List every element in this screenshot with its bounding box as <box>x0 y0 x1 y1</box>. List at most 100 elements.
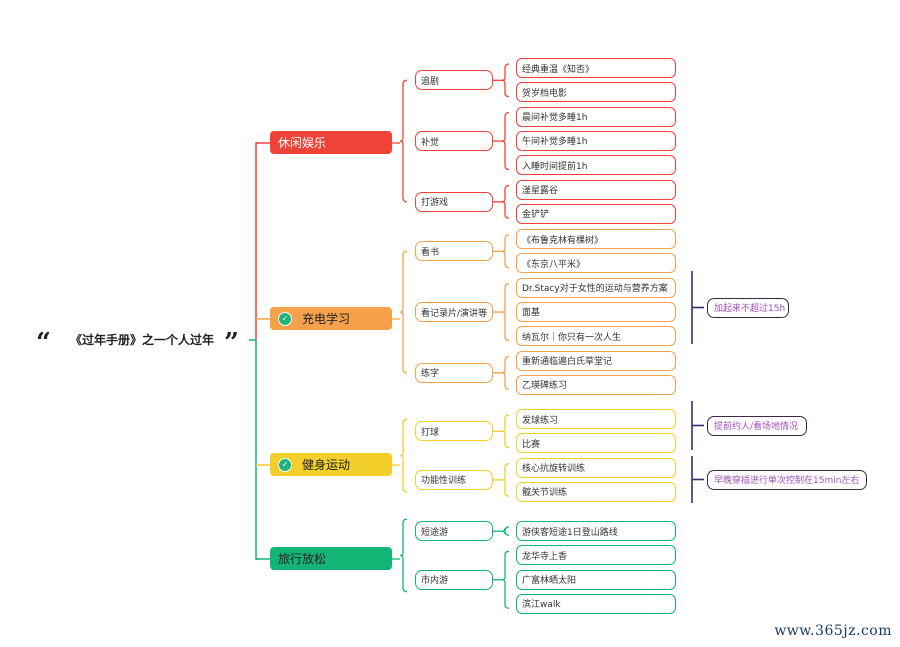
branch-label: 旅行放松 <box>278 552 327 566</box>
root-title[interactable]: 《过年手册》之一个人过年 <box>70 332 215 347</box>
item-node[interactable]: 金铲铲 <box>516 203 676 224</box>
group-node-label: 打球 <box>421 427 440 438</box>
item-node-label: 髋关节训练 <box>522 488 568 499</box>
close-quote-mark: ” <box>224 328 239 358</box>
item-node[interactable]: 贺岁档电影 <box>516 82 676 103</box>
curly-brace <box>501 550 510 609</box>
group-node[interactable]: 打球 <box>415 421 493 442</box>
group-node-label: 看记录片/演讲等 <box>421 308 488 319</box>
item-node-label: 纳瓦尔｜你只有一次人生 <box>522 332 622 343</box>
item-node-label: 经典重温《知否》 <box>522 64 595 75</box>
branch-label: 充电学习 <box>302 312 351 326</box>
group-node-label: 市内游 <box>421 576 449 587</box>
item-node[interactable]: 晨间补觉多睡1h <box>516 106 676 127</box>
item-node-label: 晨间补觉多睡1h <box>522 113 588 124</box>
note-callout-label: 早晚穿插进行单次控制在15min左右 <box>714 476 860 486</box>
item-node-label: 核心抗旋转训练 <box>522 464 586 475</box>
check-circle-icon: ✓ <box>278 457 292 472</box>
note-callout-label: 提前约人/看场地情况 <box>714 422 799 432</box>
item-node-label: 贺岁档电影 <box>522 88 568 99</box>
item-node[interactable]: 午间补觉多睡1h <box>516 130 676 151</box>
item-node-label: 入睡时间提前1h <box>522 161 588 172</box>
curly-brace <box>501 526 510 536</box>
group-node[interactable]: 练字 <box>415 362 493 383</box>
item-node-label: 广富林晒太阳 <box>522 576 577 587</box>
group-node[interactable]: 短途游 <box>415 521 493 542</box>
item-node-label: 比赛 <box>522 439 541 450</box>
item-node[interactable]: 核心抗旋转训练 <box>516 457 676 478</box>
item-node[interactable]: 重新通临遍白氏草堂记 <box>516 350 676 371</box>
item-node[interactable]: 面基 <box>516 301 676 322</box>
group-node-label: 打游戏 <box>421 198 449 209</box>
group-node[interactable]: 市内游 <box>415 569 493 590</box>
item-node[interactable]: 滨江walk <box>516 593 676 614</box>
group-node[interactable]: 功能性训练 <box>415 469 493 490</box>
item-node-label: 乙瑛碑练习 <box>522 381 568 392</box>
item-node-label: 午间补觉多睡1h <box>522 137 588 148</box>
item-node-label: Dr.Stacy对于女性的运动与营养方案 <box>522 284 668 295</box>
curly-brace <box>501 111 510 171</box>
curly-brace <box>399 418 408 493</box>
item-node-label: 龙华寺上香 <box>522 551 568 562</box>
group-node-label: 练字 <box>421 369 440 380</box>
item-node[interactable]: 发球练习 <box>516 409 676 429</box>
branch-label: 休闲娱乐 <box>278 136 327 150</box>
item-node[interactable]: 龙华寺上香 <box>516 545 676 566</box>
curly-brace <box>501 63 510 98</box>
curly-brace <box>399 250 408 374</box>
item-node-label: 滨江walk <box>522 600 561 611</box>
curly-brace <box>501 355 510 390</box>
group-node-label: 补觉 <box>421 137 440 148</box>
group-node-label: 追剧 <box>421 76 440 87</box>
branch-4[interactable]: 旅行放松 <box>270 547 392 570</box>
curly-brace <box>399 79 408 203</box>
group-node[interactable]: 看书 <box>415 241 493 262</box>
curly-brace <box>501 184 510 219</box>
note-callout[interactable]: 提前约人/看场地情况 <box>707 415 807 436</box>
group-node[interactable]: 追剧 <box>415 70 493 91</box>
item-node[interactable]: Dr.Stacy对于女性的运动与营养方案 <box>516 277 676 298</box>
group-node-label: 短途游 <box>421 527 449 538</box>
branch-2[interactable]: ✓ 充电学习 <box>270 307 392 330</box>
open-quote-mark: “ <box>36 328 51 358</box>
group-node-label: 功能性训练 <box>421 476 467 487</box>
note-callout-label: 加起来不超过15h <box>714 304 786 314</box>
item-node[interactable]: 广富林晒太阳 <box>516 569 676 590</box>
item-node-label: 《东京八平米》 <box>522 259 586 270</box>
curly-brace <box>501 234 510 269</box>
item-node[interactable]: 游侠客短途1日登山路线 <box>516 521 676 541</box>
branch-label: 健身运动 <box>302 458 351 472</box>
item-node[interactable]: 滏星露谷 <box>516 179 676 200</box>
note-callout[interactable]: 加起来不超过15h <box>707 297 789 318</box>
item-node[interactable]: 《东京八平米》 <box>516 253 676 274</box>
item-node-label: 金铲铲 <box>522 210 550 221</box>
item-node[interactable]: 乙瑛碑练习 <box>516 374 676 395</box>
item-node[interactable]: 《布鲁克林有棵树》 <box>516 229 676 249</box>
item-node[interactable]: 纳瓦尔｜你只有一次人生 <box>516 326 676 347</box>
group-node[interactable]: 打游戏 <box>415 191 493 212</box>
group-node[interactable]: 看记录片/演讲等 <box>415 302 493 323</box>
curly-brace <box>501 414 510 449</box>
item-node[interactable]: 入睡时间提前1h <box>516 155 676 176</box>
check-circle-icon: ✓ <box>278 311 292 326</box>
curly-brace <box>501 462 510 497</box>
item-node-label: 游侠客短途1日登山路线 <box>522 527 618 538</box>
group-node-label: 看书 <box>421 247 440 258</box>
item-node[interactable]: 髋关节训练 <box>516 481 676 502</box>
curly-brace <box>501 282 510 342</box>
group-node[interactable]: 补觉 <box>415 131 493 152</box>
note-callout[interactable]: 早晚穿插进行单次控制在15min左右 <box>707 469 867 490</box>
item-node-label: 滏星露谷 <box>522 186 559 196</box>
branch-3[interactable]: ✓ 健身运动 <box>270 453 392 476</box>
root-bracket-top <box>255 142 258 340</box>
item-node[interactable]: 经典重温《知否》 <box>516 58 676 78</box>
item-node-label: 《布鲁克林有棵树》 <box>522 235 604 246</box>
item-node-label: 重新通临遍白氏草堂记 <box>522 357 613 367</box>
item-node-label: 面基 <box>522 308 541 319</box>
branch-1[interactable]: 休闲娱乐 <box>270 131 392 154</box>
watermark: www.365jz.com <box>774 623 892 639</box>
item-node[interactable]: 比赛 <box>516 433 676 454</box>
curly-brace <box>399 518 408 593</box>
item-node-label: 发球练习 <box>522 415 559 426</box>
